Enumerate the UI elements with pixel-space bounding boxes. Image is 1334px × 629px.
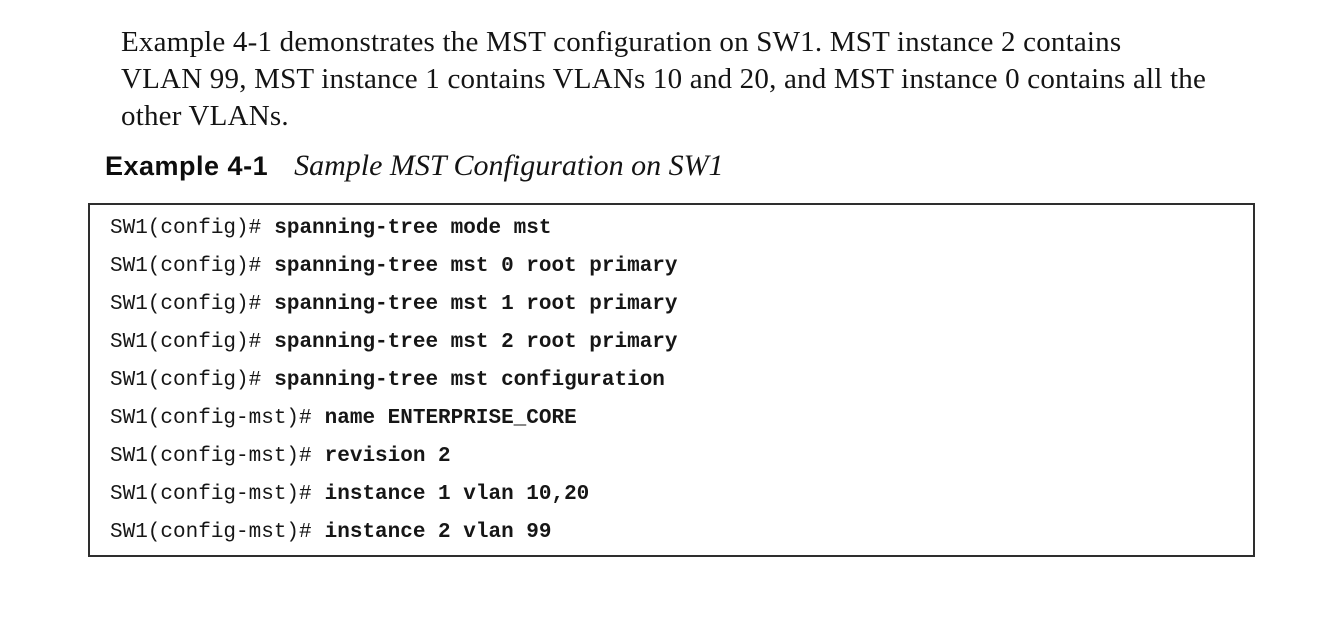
cli-prompt: SW1(config)# [110, 369, 262, 392]
paragraph-line: VLAN 99, MST instance 1 contains VLANs 1… [121, 63, 1207, 95]
intro-paragraph: Example 4-1 demonstrates the MST configu… [121, 24, 1206, 135]
cli-command: name ENTERPRISE_CORE [324, 407, 577, 430]
example-caption-label: Example 4-1 [105, 151, 269, 181]
paragraph-line: other VLANs. [121, 100, 289, 132]
cli-command: instance 2 vlan 99 [324, 521, 552, 544]
cli-prompt: SW1(config-mst)# [110, 521, 312, 544]
cli-command: spanning-tree mst 0 root primary [274, 255, 678, 278]
cli-prompt: SW1(config)# [110, 255, 262, 278]
cli-prompt: SW1(config-mst)# [110, 483, 312, 506]
cli-command: spanning-tree mst 2 root primary [274, 331, 678, 354]
cli-prompt: SW1(config)# [110, 331, 262, 354]
cli-command: spanning-tree mst 1 root primary [274, 293, 678, 316]
code-line: SW1(config)# spanning-tree mst 0 root pri… [110, 248, 1243, 286]
code-line: SW1(config-mst)# instance 2 vlan 99 [110, 514, 1243, 552]
cli-prompt: SW1(config-mst)# [110, 407, 312, 430]
cli-command: spanning-tree mst configuration [274, 369, 665, 392]
cli-command: instance 1 vlan 10,20 [324, 483, 590, 506]
cli-command: spanning-tree mode mst [274, 217, 552, 240]
example-caption: Example 4-1 Sample MST Configuration on … [105, 149, 724, 183]
cli-prompt: SW1(config)# [110, 217, 262, 240]
code-line: SW1(config)# spanning-tree mst configurat… [110, 362, 1243, 400]
paragraph-line: Example 4-1 demonstrates the MST configu… [121, 26, 1122, 58]
code-line: SW1(config-mst)# name ENTERPRISE_CORE [110, 400, 1243, 438]
cli-command: revision 2 [324, 445, 451, 468]
code-line: SW1(config)# spanning-tree mst 2 root pri… [110, 324, 1243, 362]
code-line: SW1(config)# spanning-tree mst 1 root pri… [110, 286, 1243, 324]
code-line: SW1(config-mst)# revision 2 [110, 438, 1243, 476]
code-line: SW1(config-mst)# instance 1 vlan 10,20 [110, 476, 1243, 514]
example-caption-title: Sample MST Configuration on SW1 [294, 149, 724, 182]
cli-prompt: SW1(config)# [110, 293, 262, 316]
code-line: SW1(config)# spanning-tree mode mst [110, 210, 1243, 248]
cli-prompt: SW1(config-mst)# [110, 445, 312, 468]
code-example-box: SW1(config)# spanning-tree mode mst SW1(c… [88, 203, 1255, 557]
